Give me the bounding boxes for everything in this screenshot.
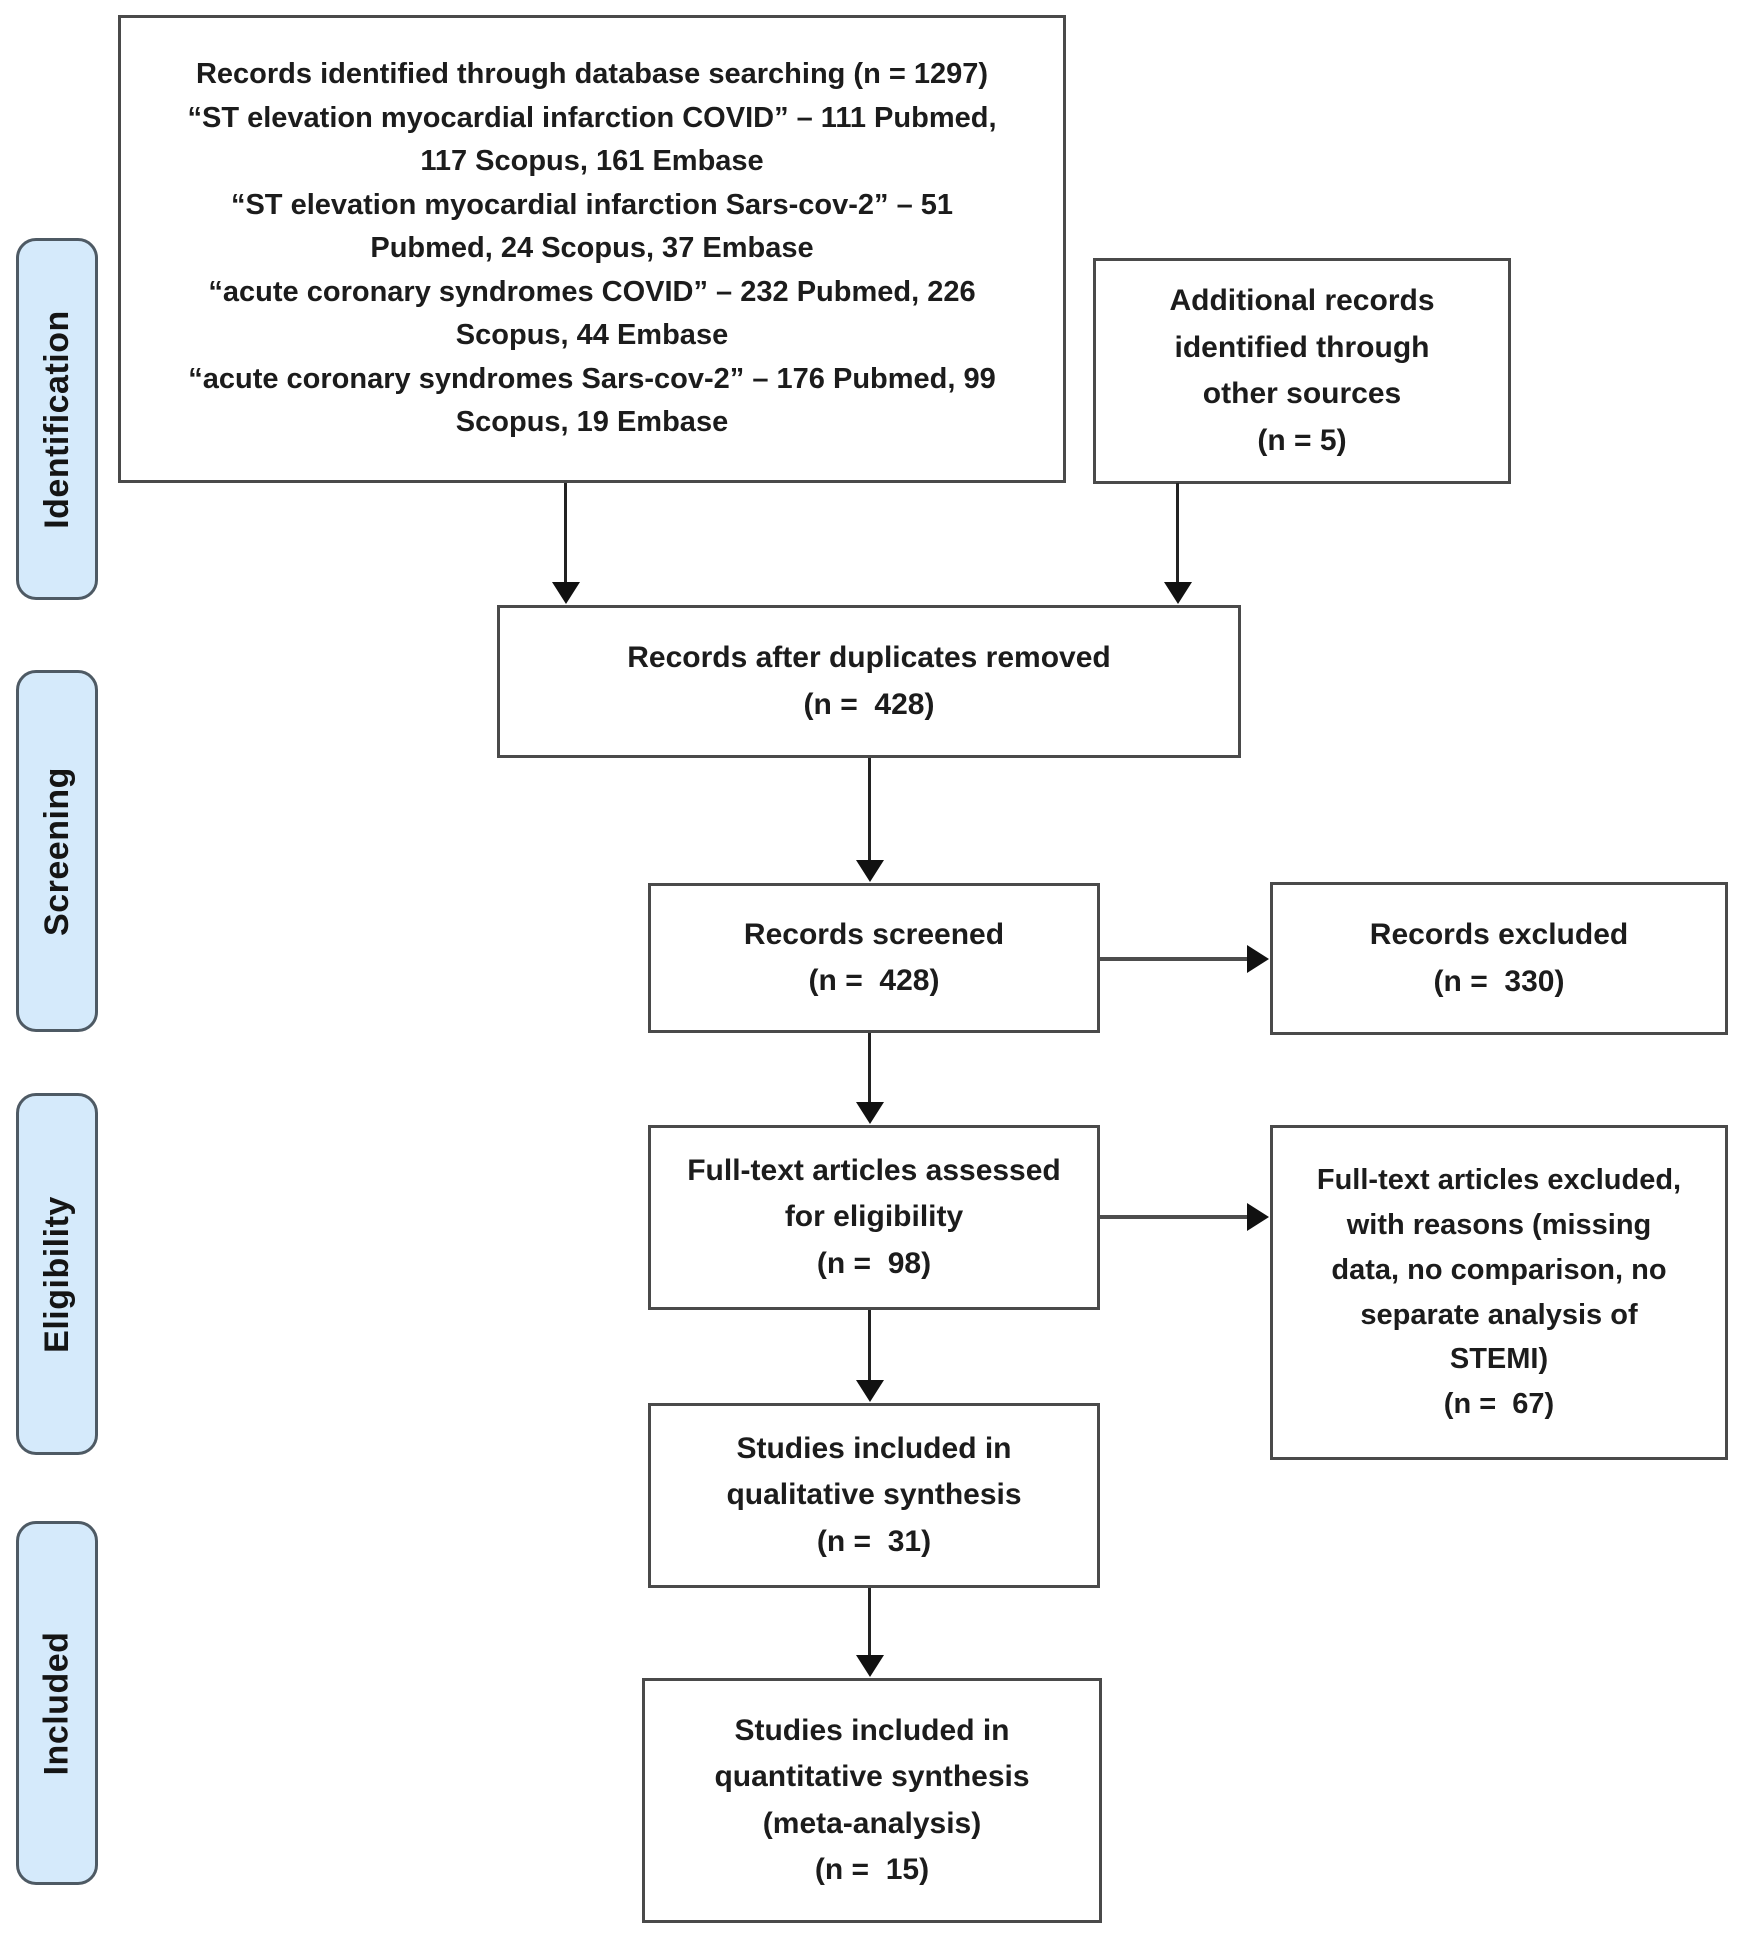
box-text-line: “ST elevation myocardial infarction Sars… bbox=[230, 188, 954, 221]
box-text-line: (n = 428) bbox=[803, 687, 935, 721]
stage-label-included: Included bbox=[16, 1521, 98, 1885]
stage-label-text: Eligibility bbox=[37, 1195, 76, 1353]
stage-label-screening: Screening bbox=[16, 670, 98, 1032]
box-text-line: for eligibility bbox=[784, 1200, 964, 1234]
box-text-line: Full-text articles assessed bbox=[687, 1153, 1061, 1187]
box-qualitative-synthesis: Studies included in qualitative synthesis… bbox=[648, 1403, 1100, 1588]
box-text-line: (n = 98) bbox=[816, 1246, 932, 1280]
box-fulltext-assessed: Full-text articles assessed for eligibili… bbox=[648, 1125, 1100, 1310]
box-text-line: Pubmed, 24 Scopus, 37 Embase bbox=[370, 232, 814, 265]
box-text-line: (meta-analysis) bbox=[762, 1806, 982, 1840]
box-text-line: qualitative synthesis bbox=[726, 1478, 1022, 1512]
box-text-line: “acute coronary syndromes COVID” – 232 P… bbox=[208, 275, 976, 308]
stage-label-text: Included bbox=[37, 1631, 76, 1775]
box-text-line: Studies included in bbox=[736, 1431, 1012, 1465]
box-text-line: Full-text articles excluded, bbox=[1316, 1163, 1682, 1196]
box-text-line: “acute coronary syndromes Sars-cov-2” – … bbox=[188, 362, 996, 395]
arrow-down-icon bbox=[1176, 483, 1179, 583]
box-text-line: (n = 428) bbox=[808, 964, 940, 997]
box-text-line: (n = 330) bbox=[1433, 964, 1565, 998]
box-additional-records: Additional records identified through othe… bbox=[1093, 258, 1511, 484]
box-records-identified: Records identified through database sear… bbox=[118, 15, 1066, 483]
box-text-line: data, no comparison, no bbox=[1331, 1253, 1667, 1286]
box-text-line: STEMI) bbox=[1449, 1343, 1549, 1376]
box-text-line: Records excluded bbox=[1369, 918, 1629, 951]
box-fulltext-excluded: Full-text articles excluded, with reasons… bbox=[1270, 1125, 1728, 1460]
box-text-line: with reasons (missing bbox=[1346, 1208, 1652, 1241]
box-text-line: separate analysis of bbox=[1360, 1298, 1638, 1331]
arrow-down-icon bbox=[868, 758, 871, 861]
box-text-line: other sources bbox=[1202, 377, 1402, 410]
box-text-line: (n = 31) bbox=[816, 1524, 932, 1558]
stage-label-eligibility: Eligibility bbox=[16, 1093, 98, 1455]
box-text-line: quantitative synthesis bbox=[714, 1760, 1030, 1793]
box-text-line: 117 Scopus, 161 Embase bbox=[420, 145, 764, 178]
box-records-excluded: Records excluded (n = 330) bbox=[1270, 882, 1728, 1035]
box-text-line: Additional records bbox=[1169, 284, 1435, 317]
arrow-down-icon bbox=[868, 1588, 871, 1656]
box-text-line: Records after duplicates removed bbox=[627, 641, 1111, 674]
arrow-down-icon bbox=[564, 483, 567, 583]
arrow-right-icon bbox=[1100, 957, 1248, 961]
box-text-line: Records screened bbox=[743, 917, 1005, 951]
arrow-down-icon bbox=[868, 1310, 871, 1381]
box-text-line: (n = 5) bbox=[1257, 423, 1347, 457]
box-text-line: Studies included in bbox=[734, 1713, 1010, 1747]
arrow-right-icon bbox=[1100, 1215, 1248, 1219]
stage-label-identification: Identification bbox=[16, 238, 98, 600]
box-text-line: identified through bbox=[1174, 330, 1430, 364]
stage-label-text: Screening bbox=[37, 766, 76, 936]
box-text-line: Records identified through database sear… bbox=[195, 58, 989, 91]
box-text-line: Scopus, 44 Embase bbox=[455, 319, 729, 352]
box-records-screened: Records screened (n = 428) bbox=[648, 883, 1100, 1033]
stage-label-text: Identification bbox=[37, 309, 76, 529]
box-text-line: (n = 67) bbox=[1443, 1388, 1555, 1421]
box-text-line: Scopus, 19 Embase bbox=[455, 406, 729, 439]
arrow-down-icon bbox=[868, 1033, 871, 1103]
box-text-line: (n = 15) bbox=[814, 1853, 930, 1886]
box-quantitative-synthesis: Studies included in quantitative synthesi… bbox=[642, 1678, 1102, 1923]
box-text-line: “ST elevation myocardial infarction COVI… bbox=[187, 101, 997, 134]
box-duplicates-removed: Records after duplicates removed (n = 428… bbox=[497, 605, 1241, 758]
